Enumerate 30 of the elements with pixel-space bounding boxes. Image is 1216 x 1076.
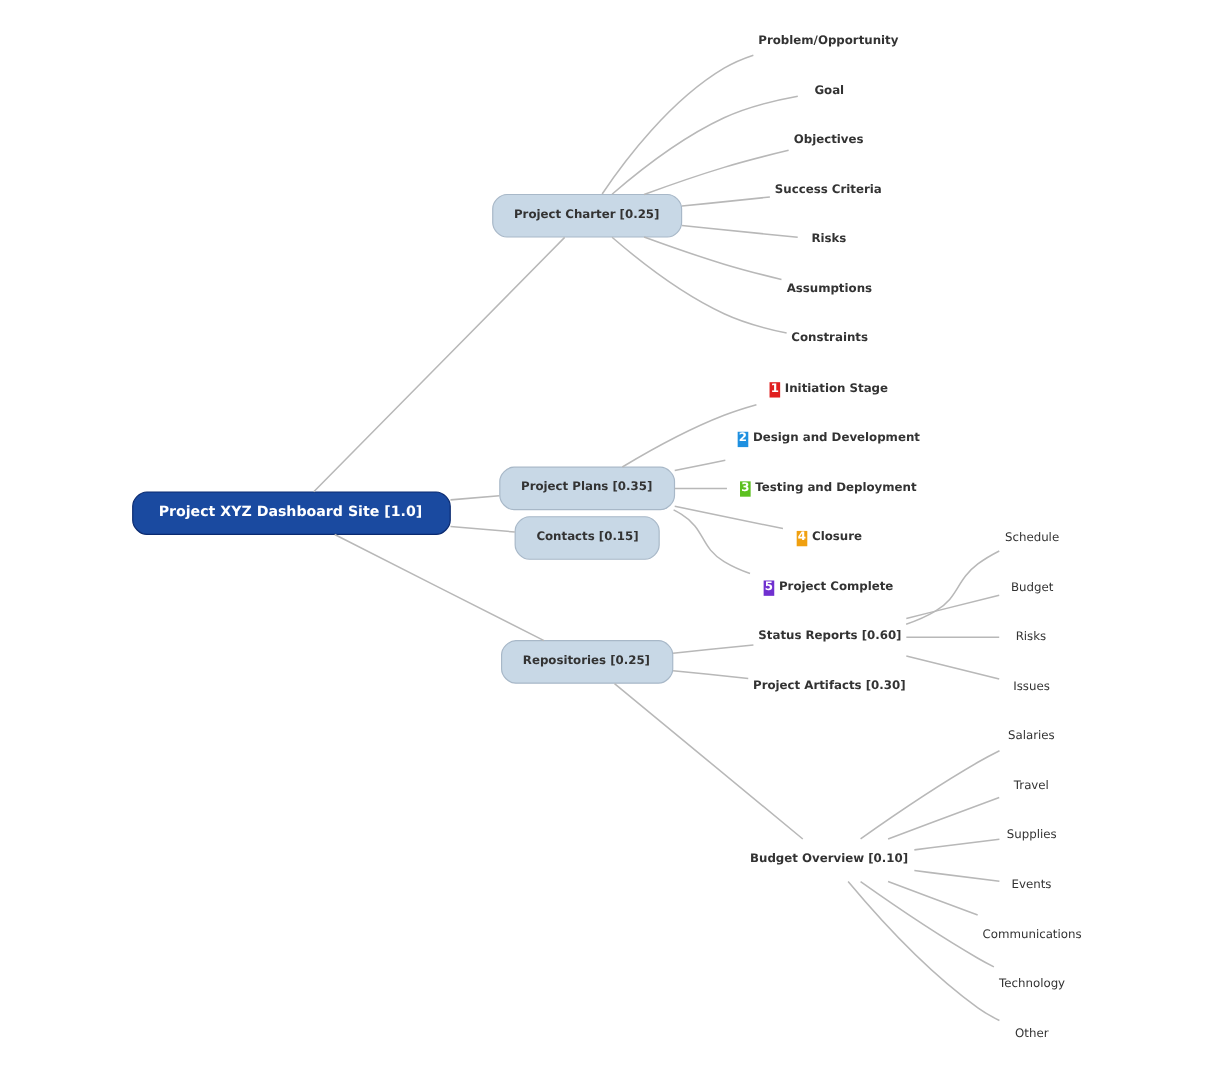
connector [448,494,500,501]
connector [886,796,999,840]
connector [680,196,770,207]
connector [912,838,1000,851]
connector [672,505,783,530]
connector [904,636,999,638]
connector [846,880,1000,1022]
connector [904,550,999,625]
connector [620,403,757,468]
connector [671,644,754,654]
connector [671,509,750,575]
connector [886,880,978,916]
connector [612,682,803,840]
connector [600,54,754,195]
connector [610,95,798,195]
connector [642,149,789,196]
connector [858,880,994,968]
connector [312,236,565,493]
connector [672,487,727,490]
connector [448,525,515,533]
connector [610,236,787,334]
connector [671,669,748,680]
connector [858,750,1000,840]
connector [332,533,544,642]
connector [642,236,782,281]
connector [904,655,999,680]
connector [912,869,1000,882]
connector [672,459,726,472]
connector [680,224,798,239]
connector [904,594,999,620]
